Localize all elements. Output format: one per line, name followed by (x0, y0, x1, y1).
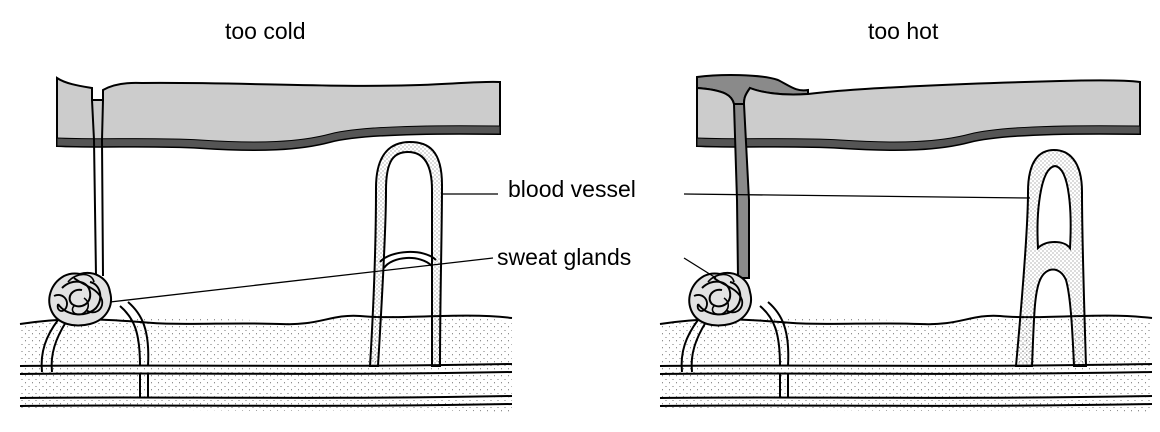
label-sweat-glands: sweat glands (497, 244, 631, 271)
panel-too-hot (660, 75, 1152, 412)
sweat-gland (49, 273, 111, 326)
label-blood-vessel: blood vessel (508, 176, 636, 203)
sweat-gland (689, 273, 751, 326)
leader-line-sweat-glands-right (684, 258, 716, 278)
panel-too-cold (20, 78, 512, 412)
panel-title-too-cold: too cold (225, 18, 306, 45)
panel-title-too-hot: too hot (868, 18, 938, 45)
